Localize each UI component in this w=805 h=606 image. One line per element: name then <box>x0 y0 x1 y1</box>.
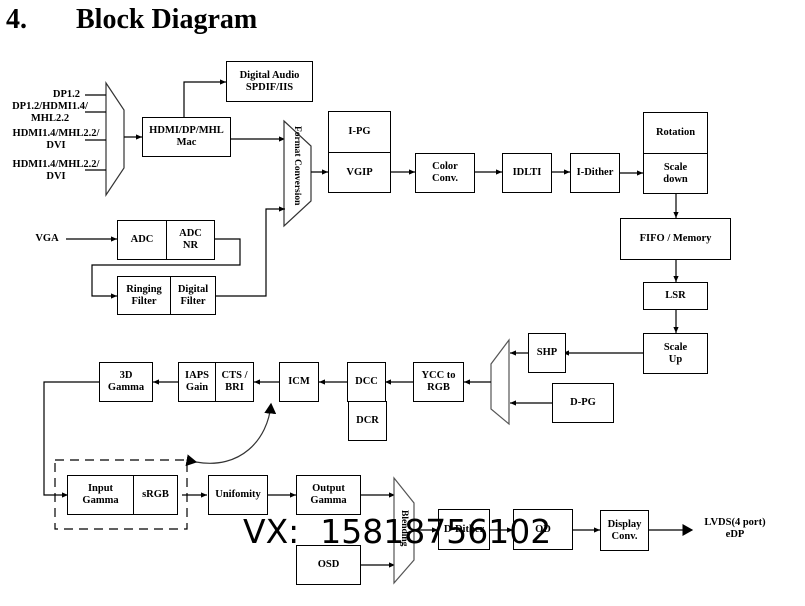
section-number: 4. <box>6 4 27 35</box>
block-idlti: IDLTI <box>502 153 552 193</box>
block-3d-gamma: 3D Gamma <box>99 362 153 402</box>
block-scale-up: Scale Up <box>643 333 708 374</box>
watermark-text: VX: 15818756102 <box>243 512 552 551</box>
block-hdmi-dp-mhl-mac: HDMI/DP/MHL Mac <box>142 117 231 157</box>
input-mux <box>105 81 125 197</box>
block-ycc-to-rgb: YCC to RGB <box>413 362 464 402</box>
3dgamma-to-inputgamma <box>43 381 99 498</box>
adcnr-to-ringing <box>91 238 241 299</box>
block-od: OD <box>513 509 573 550</box>
blending-shape <box>393 476 415 585</box>
block-i-dither: I-Dither <box>570 153 620 193</box>
block-srgb: sRGB <box>133 475 178 515</box>
curved-link <box>185 402 277 467</box>
input-label-hdmi-mhl-dvi-a: HDMI1.4/MHL2.2/ DVI <box>12 128 100 151</box>
input-label-vga: VGA <box>35 233 59 244</box>
input-label-dp12: DP1.2 <box>52 89 80 100</box>
block-i-pg: I-PG <box>328 111 391 153</box>
block-adc-nr: ADC NR <box>166 220 215 260</box>
block-adc: ADC <box>117 220 167 260</box>
label-blending: Blending <box>399 510 409 547</box>
block-lsr: LSR <box>643 282 708 310</box>
block-dcr: DCR <box>348 401 387 441</box>
block-dcc: DCC <box>347 362 386 402</box>
block-icm: ICM <box>279 362 319 402</box>
block-vgip: VGIP <box>328 152 391 193</box>
label-format-conversion: Format Conversion <box>292 126 302 206</box>
block-rotation: Rotation <box>643 112 708 154</box>
block-shp: SHP <box>528 333 566 373</box>
block-fifo-memory: FIFO / Memory <box>620 218 731 260</box>
block-iaps-gain: IAPS Gain <box>178 362 216 402</box>
format-conversion-shape <box>283 119 312 228</box>
output-label-lvds-edp: LVDS(4 port) eDP <box>704 517 766 540</box>
block-digital-audio: Digital Audio SPDIF/IIS <box>226 61 313 102</box>
block-osd: OSD <box>296 545 361 585</box>
block-uniformity: Unifomity <box>208 475 268 515</box>
mac-to-audio <box>183 79 226 117</box>
block-color-conv: Color Conv. <box>415 153 475 193</box>
block-d-pg: D-PG <box>552 383 614 423</box>
block-cts-bri: CTS / BRI <box>215 362 254 402</box>
output-mux-shape <box>490 338 510 426</box>
block-d-dither: D-Dither <box>438 509 490 550</box>
block-display-conv: Display Conv. <box>600 510 649 551</box>
input-label-dp12-hdmi-mhl: DP1.2/HDMI1.4/ MHL2.2 <box>12 101 88 124</box>
digitalfilter-to-format <box>216 206 285 297</box>
section-heading: Block Diagram <box>76 4 258 35</box>
block-output-gamma: Output Gamma <box>296 475 361 515</box>
block-ringing-filter: Ringing Filter <box>117 276 171 315</box>
block-scale-down: Scale down <box>643 153 708 194</box>
block-digital-filter: Digital Filter <box>170 276 216 315</box>
block-input-gamma: Input Gamma <box>67 475 134 515</box>
section-title: 4. Block Diagram <box>6 4 257 100</box>
input-label-hdmi-mhl-dvi-b: HDMI1.4/MHL2.2/ DVI <box>12 159 100 182</box>
